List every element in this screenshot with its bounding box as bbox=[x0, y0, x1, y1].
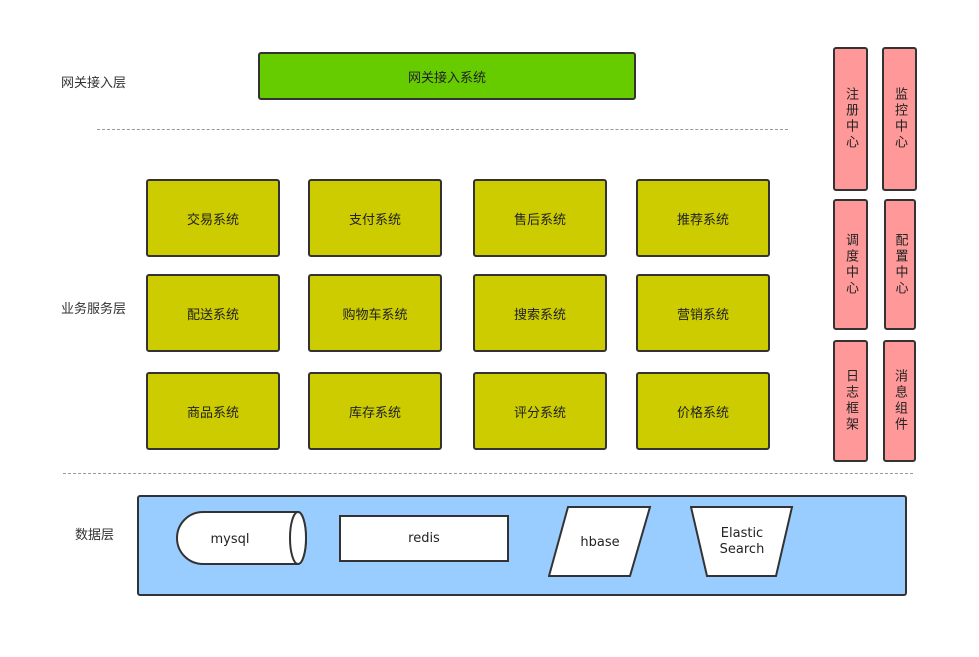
divider-top bbox=[97, 129, 788, 130]
side-component-box: 注册中心 bbox=[833, 47, 868, 191]
business-system-label: 价格系统 bbox=[676, 405, 729, 421]
business-system-label: 营销系统 bbox=[676, 307, 729, 323]
gateway-system-label: 网关接入系统 bbox=[407, 70, 486, 86]
business-system-label: 推荐系统 bbox=[676, 212, 729, 228]
side-component-box: 消息组件 bbox=[883, 340, 916, 462]
data-layer-label: 数据层 bbox=[75, 528, 115, 543]
business-system-box: 价格系统 bbox=[636, 372, 770, 450]
business-system-label: 交易系统 bbox=[186, 212, 239, 228]
business-system-label: 支付系统 bbox=[348, 212, 401, 228]
business-system-label: 售后系统 bbox=[513, 212, 566, 228]
business-system-box: 库存系统 bbox=[308, 372, 442, 450]
business-system-box: 购物车系统 bbox=[308, 274, 442, 352]
elasticsearch-label: Elastic Search bbox=[719, 526, 765, 557]
business-system-box: 商品系统 bbox=[146, 372, 280, 450]
redis-label: redis bbox=[408, 531, 440, 546]
side-component-label: 日志框架 bbox=[843, 369, 858, 433]
business-system-box: 推荐系统 bbox=[636, 179, 770, 257]
business-system-box: 搜索系统 bbox=[473, 274, 607, 352]
business-system-box: 营销系统 bbox=[636, 274, 770, 352]
gateway-system-box: 网关接入系统 bbox=[258, 52, 636, 100]
hbase-parallelogram-shape bbox=[548, 506, 652, 577]
business-system-label: 搜索系统 bbox=[513, 307, 566, 323]
business-system-box: 售后系统 bbox=[473, 179, 607, 257]
side-component-box: 监控中心 bbox=[882, 47, 917, 191]
side-component-label: 监控中心 bbox=[892, 87, 907, 151]
business-system-label: 购物车系统 bbox=[342, 307, 408, 323]
elasticsearch-trapezoid-shape bbox=[690, 506, 794, 577]
business-system-label: 配送系统 bbox=[186, 307, 239, 323]
gateway-layer-label: 网关接入层 bbox=[61, 76, 127, 91]
business-system-box: 配送系统 bbox=[146, 274, 280, 352]
business-system-box: 支付系统 bbox=[308, 179, 442, 257]
business-system-label: 评分系统 bbox=[513, 405, 566, 421]
divider-bottom bbox=[63, 473, 913, 474]
redis-box-shape bbox=[339, 515, 509, 562]
mysql-cylinder-shape bbox=[176, 511, 307, 565]
side-component-label: 消息组件 bbox=[892, 369, 907, 433]
side-component-box: 调度中心 bbox=[833, 199, 868, 330]
business-layer-label: 业务服务层 bbox=[61, 302, 127, 317]
side-component-box: 日志框架 bbox=[833, 340, 868, 462]
side-component-label: 配置中心 bbox=[892, 232, 908, 297]
business-system-box: 交易系统 bbox=[146, 179, 280, 257]
business-system-box: 评分系统 bbox=[473, 372, 607, 450]
mysql-label: mysql bbox=[210, 531, 250, 547]
side-component-label: 调度中心 bbox=[843, 232, 858, 297]
side-component-label: 注册中心 bbox=[843, 87, 858, 151]
side-component-box: 配置中心 bbox=[884, 199, 916, 330]
business-system-label: 库存系统 bbox=[348, 405, 401, 421]
hbase-label: hbase bbox=[580, 534, 620, 550]
business-system-label: 商品系统 bbox=[186, 405, 239, 421]
